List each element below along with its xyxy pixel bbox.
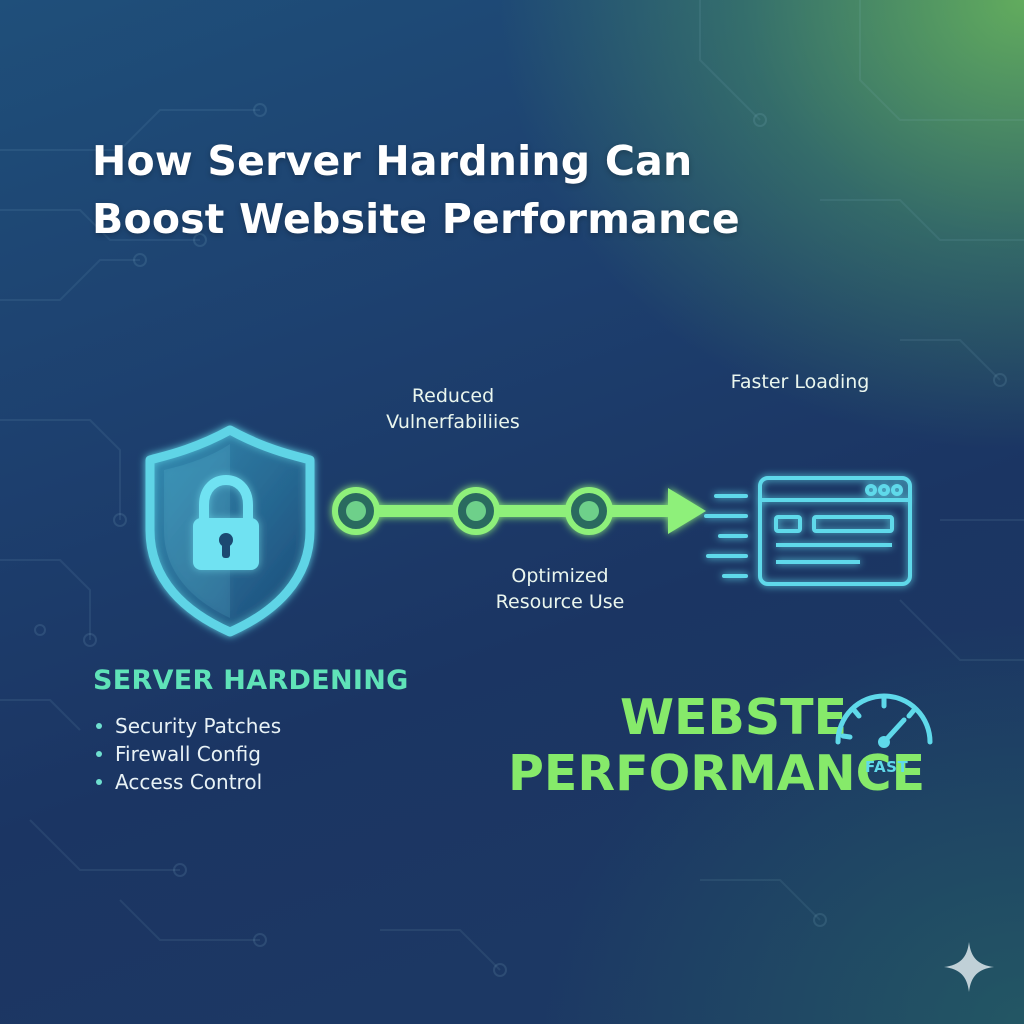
page-title: How Server Hardning Can Boost Website Pe… [92,132,740,248]
list-item-access-control: Access Control [93,768,281,796]
browser-window-icon [758,476,912,586]
label-optimized-resource-use: Optimized Resource Use [495,565,625,613]
shield-lock-icon [145,425,315,637]
label-reduced-vulnerabilities: Reduced Vulnerfabiliies [386,385,520,433]
title-line-2: Boost Website Performance [92,195,740,243]
speed-lines-icon [704,494,748,578]
flow-node-1 [332,487,380,535]
server-hardening-title: SERVER HARDENING [93,665,409,696]
performance-line-1: WEBSTE [620,689,848,746]
list-item-security-patches: Security Patches [93,712,281,740]
title-line-1: How Server Hardning Can [92,137,693,185]
performance-line-2: PERFORMANCE [508,745,926,802]
label-faster-loading: Faster Loading [730,371,870,393]
flow-node-2 [452,487,500,535]
website-performance-title: WEBSTE PERFORMANCE [508,690,925,802]
speedometer-icon [835,693,933,748]
server-hardening-list: Security Patches Firewall Config Access … [93,712,281,796]
flow-node-3 [565,487,613,535]
sparkle-icon [944,942,994,992]
gauge-fast-label: FAST [865,758,909,776]
list-item-firewall-config: Firewall Config [93,740,281,768]
flow-arrow [332,487,706,535]
